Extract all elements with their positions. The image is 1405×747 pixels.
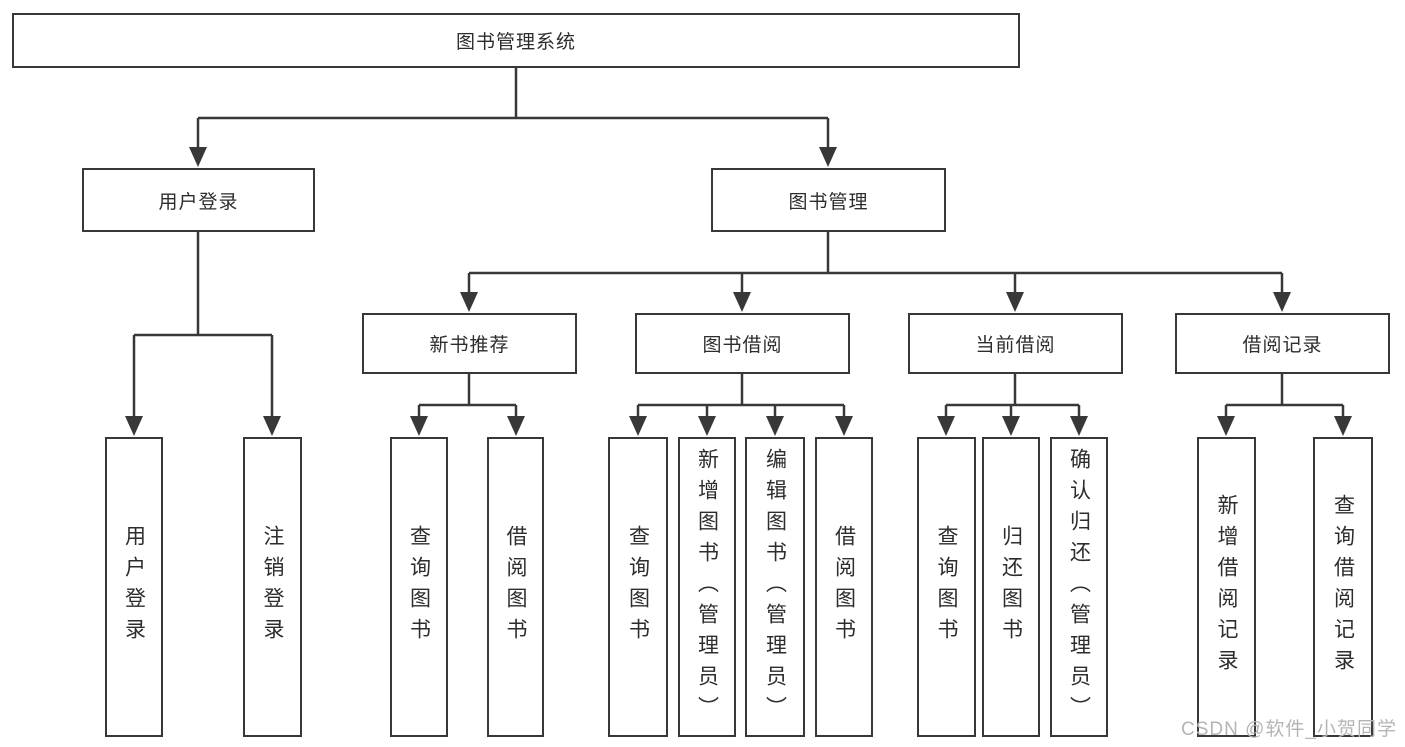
node-book-borrow: 图书借阅 [635,313,850,374]
connector-user-login-to-leaves [125,232,281,436]
leaf-query-books-current-label: 查询图书 [935,525,958,649]
leaf-confirm-return-admin-label: 确认归还（管理员） [1067,447,1091,727]
leaf-borrow-books-label: 借阅图书 [832,525,856,649]
leaf-edit-book-admin-label: 编辑图书（管理员） [763,447,787,727]
connector-new-book-to-leaves [410,374,525,436]
leaf-add-borrow-record-label: 新增借阅记录 [1215,494,1238,680]
node-new-book-recommend: 新书推荐 [362,313,577,374]
leaf-add-book-admin: 新增图书（管理员） [678,437,736,737]
leaf-query-borrow-record-label: 查询借阅记录 [1331,494,1355,680]
node-book-management-label: 图书管理 [788,191,869,213]
node-new-book-recommend-label: 新书推荐 [429,335,510,356]
leaf-add-book-admin-label: 新增图书（管理员） [695,447,719,727]
leaf-borrow-books-recommend-label: 借阅图书 [504,525,527,649]
node-user-login: 用户登录 [82,168,315,232]
node-current-borrow: 当前借阅 [908,313,1123,374]
node-borrow-records-label: 借阅记录 [1242,335,1323,356]
connector-current-borrow-to-leaves [937,374,1088,436]
leaf-edit-book-admin: 编辑图书（管理员） [745,437,805,737]
node-current-borrow-label: 当前借阅 [975,335,1056,356]
connector-book-borrow-to-leaves [629,374,853,436]
connector-borrow-records-to-leaves [1217,374,1352,436]
leaf-confirm-return-admin: 确认归还（管理员） [1050,437,1108,737]
node-user-login-label: 用户登录 [158,191,239,213]
leaf-return-books-label: 归还图书 [999,525,1023,649]
leaf-user-login: 用户登录 [105,437,163,737]
leaf-logout-login: 注销登录 [243,437,302,737]
node-borrow-records: 借阅记录 [1175,313,1390,374]
leaf-logout-login-label: 注销登录 [261,525,284,649]
node-book-borrow-label: 图书借阅 [702,335,783,356]
leaf-query-books-recommend: 查询图书 [390,437,448,737]
node-root-library-system: 图书管理系统 [12,13,1020,68]
leaf-borrow-books: 借阅图书 [815,437,873,737]
leaf-query-books-current: 查询图书 [917,437,976,737]
node-root-label: 图书管理系统 [455,32,576,53]
csdn-watermark: CSDN @软件_小贺同学 [1181,719,1397,740]
connector-root-to-branches [189,68,837,167]
leaf-return-books: 归还图书 [982,437,1040,737]
leaf-borrow-books-recommend: 借阅图书 [487,437,544,737]
leaf-query-books-borrow-label: 查询图书 [626,525,650,649]
leaf-query-borrow-record: 查询借阅记录 [1313,437,1373,737]
node-book-management: 图书管理 [711,168,946,232]
connector-book-mgmt-to-sections [460,232,1291,312]
leaf-add-borrow-record: 新增借阅记录 [1197,437,1256,737]
leaf-user-login-label: 用户登录 [122,525,146,649]
leaf-query-books-recommend-label: 查询图书 [407,525,431,649]
leaf-query-books-borrow: 查询图书 [608,437,668,737]
